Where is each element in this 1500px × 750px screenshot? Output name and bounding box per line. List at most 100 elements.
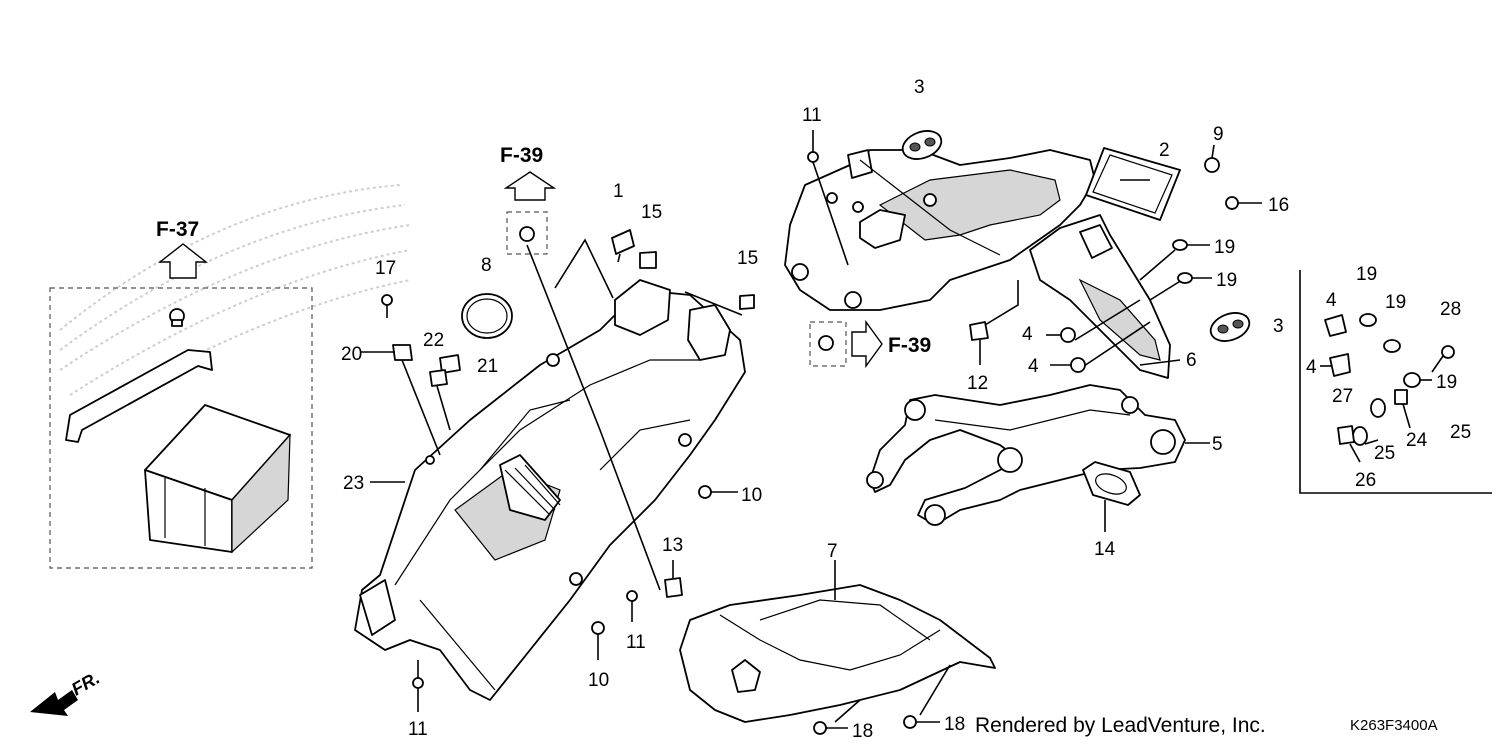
f39-right-label[interactable]: F-39	[888, 334, 931, 357]
grab-rail	[866, 384, 1210, 526]
part-19a-washer	[1172, 239, 1210, 251]
callout-17[interactable]: 17	[375, 258, 396, 279]
callout-6[interactable]: 6	[1186, 350, 1197, 371]
f39-top-frame	[506, 211, 548, 255]
battery-bolt	[169, 308, 185, 327]
part-1-clip	[611, 229, 635, 255]
callout-2[interactable]: 2	[1159, 140, 1170, 161]
part-11b-screw	[626, 590, 638, 622]
callout-25a[interactable]: 25	[1450, 422, 1471, 443]
callout-8[interactable]: 8	[481, 255, 492, 276]
callout-15b[interactable]: 15	[737, 248, 758, 269]
seal-ring	[461, 293, 513, 339]
part-11c-screw	[412, 660, 424, 712]
callout-20[interactable]: 20	[341, 344, 362, 365]
callout-3b[interactable]: 3	[1273, 316, 1284, 337]
callout-18a[interactable]: 18	[852, 721, 873, 742]
callout-19c[interactable]: 19	[1356, 264, 1377, 285]
f37-ref-arrow[interactable]	[157, 243, 209, 279]
part-16-nut	[1225, 196, 1262, 210]
callout-4c[interactable]: 4	[1326, 290, 1337, 311]
watermark	[59, 184, 411, 421]
battery-band	[65, 349, 213, 443]
part-4b-nut	[1050, 357, 1086, 373]
callout-10b[interactable]: 10	[588, 670, 609, 691]
callout-14[interactable]: 14	[1094, 539, 1116, 560]
part-14-rubber	[1082, 461, 1141, 532]
callout-4d[interactable]: 4	[1306, 357, 1317, 378]
small-parts-center	[412, 229, 755, 712]
part-22-fuse	[429, 369, 448, 387]
callout-26[interactable]: 26	[1355, 470, 1376, 491]
callout-19e[interactable]: 19	[1436, 372, 1457, 393]
part-21-fuse	[439, 354, 461, 374]
part-19c-washer	[1359, 313, 1377, 327]
callout-10a[interactable]: 10	[741, 485, 762, 506]
callout-22[interactable]: 22	[423, 330, 444, 351]
detail-box	[1299, 270, 1492, 494]
callout-28[interactable]: 28	[1440, 299, 1461, 320]
f39-right-arrow[interactable]	[851, 319, 883, 369]
part-19d-washer	[1383, 339, 1401, 353]
rear-fender-lower	[679, 560, 996, 723]
callout-4b[interactable]: 4	[1028, 356, 1039, 377]
callout-24[interactable]: 24	[1406, 430, 1428, 451]
f39-top-label[interactable]: F-39	[500, 144, 543, 167]
callout-12[interactable]: 12	[967, 373, 988, 394]
callout-19a[interactable]: 19	[1214, 237, 1235, 258]
f39-right-frame	[809, 321, 847, 367]
f39-right-ref: F-39	[809, 319, 931, 369]
f39-top-bolt	[519, 226, 535, 242]
callout-16[interactable]: 16	[1268, 195, 1289, 216]
front-indicator: FR.	[30, 668, 103, 716]
small-parts-right	[807, 130, 1262, 373]
credit-text: Rendered by LeadVenture, Inc.	[975, 714, 1266, 737]
part-18-screws	[813, 715, 940, 735]
f39-top-ref: F-39	[500, 144, 557, 255]
part-10a-bolt	[698, 485, 738, 499]
front-arrow-icon	[30, 690, 78, 716]
part-4a-nut	[1046, 327, 1076, 343]
license-bracket	[784, 149, 1096, 311]
callout-3a[interactable]: 3	[914, 77, 925, 98]
part-15b-nut	[739, 294, 755, 310]
part-9-bolt	[1204, 144, 1220, 173]
part-19b-washer	[1177, 272, 1212, 284]
battery-group-frame	[49, 287, 313, 569]
callout-11a[interactable]: 11	[802, 105, 822, 126]
callout-1[interactable]: 1	[613, 181, 624, 202]
callout-18b[interactable]: 18	[944, 714, 965, 735]
callout-11b[interactable]: 11	[626, 632, 646, 653]
part-10b-bolt	[591, 621, 605, 660]
callout-11c[interactable]: 11	[408, 719, 428, 740]
part-3a-grommet	[901, 130, 943, 160]
callout-13[interactable]: 13	[662, 535, 683, 556]
callout-15a[interactable]: 15	[641, 202, 662, 223]
callout-4a[interactable]: 4	[1022, 324, 1033, 345]
callout-5[interactable]: 5	[1212, 434, 1223, 455]
battery-group: F-37	[49, 218, 313, 569]
callout-27[interactable]: 27	[1332, 386, 1353, 407]
part-3b-grommet	[1209, 312, 1251, 342]
callout-7[interactable]: 7	[827, 541, 838, 562]
callout-19d[interactable]: 19	[1385, 292, 1406, 313]
callout-23[interactable]: 23	[343, 473, 364, 494]
f37-label[interactable]: F-37	[156, 218, 199, 241]
part-24-collar	[1394, 389, 1408, 405]
battery	[144, 404, 291, 554]
part-19e-washer	[1403, 372, 1421, 388]
callout-21[interactable]: 21	[477, 356, 498, 377]
inner-fender	[354, 279, 746, 701]
part-12-nut	[969, 321, 989, 341]
reflector-plate	[1085, 147, 1181, 221]
callout-9[interactable]: 9	[1213, 124, 1224, 145]
part-13-clip	[664, 577, 683, 598]
callout-19b[interactable]: 19	[1216, 270, 1237, 291]
bracket-stay	[1029, 214, 1183, 379]
part-18a-screw	[813, 721, 848, 735]
part-28-bolt	[1431, 345, 1455, 373]
part-20-clip	[392, 344, 441, 456]
part-17-screw	[381, 294, 393, 318]
callout-25b[interactable]: 25	[1374, 443, 1395, 464]
f39-top-arrow[interactable]	[503, 171, 557, 201]
